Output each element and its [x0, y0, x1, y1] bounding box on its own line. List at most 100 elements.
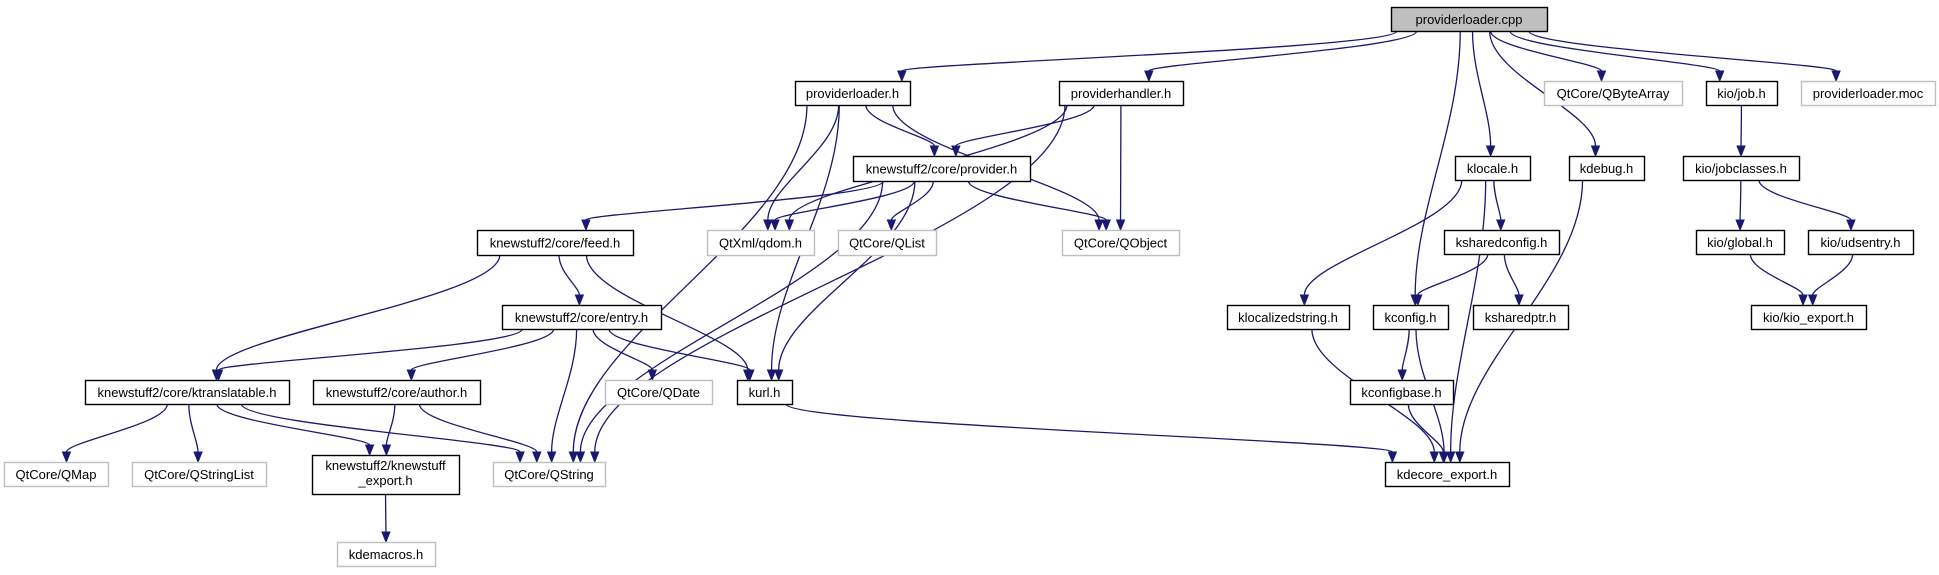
- node-label: klocale.h: [1467, 161, 1518, 176]
- arrowhead-icon: [1714, 70, 1725, 83]
- node-klocale[interactable]: klocale.h: [1454, 155, 1532, 182]
- arrowhead-icon: [745, 369, 755, 382]
- node-entry-h[interactable]: knewstuff2/core/entry.h: [501, 304, 663, 331]
- edge-line: [1493, 179, 1502, 221]
- arrowhead-icon: [515, 451, 525, 464]
- node-label: kdecore_export.h: [1397, 467, 1497, 482]
- node-root[interactable]: providerloader.cpp: [1390, 6, 1549, 33]
- edge-phandler-h-to-qobject: [1115, 104, 1126, 232]
- edge-line: [901, 30, 1398, 72]
- edge-feed-h-to-entry-h: [558, 254, 585, 307]
- node-qdom[interactable]: QtXml/qdom.h: [706, 229, 816, 257]
- node-knsexport[interactable]: knewstuff2/knewstuff_export.h: [311, 454, 461, 496]
- node-jobclasses[interactable]: kio/jobclasses.h: [1682, 155, 1801, 182]
- node-kconfigbase[interactable]: kconfigbase.h: [1349, 379, 1455, 406]
- node-label: kio/jobclasses.h: [1695, 161, 1787, 176]
- arrowhead-icon: [1445, 451, 1456, 464]
- edge-line: [410, 328, 555, 371]
- edge-root-to-ploader-h: [897, 30, 1398, 83]
- node-kdecore-export[interactable]: kdecore_export.h: [1384, 461, 1511, 488]
- node-label: knewstuff2/core/feed.h: [490, 236, 621, 251]
- node-box: [312, 379, 482, 406]
- node-ksharedconfig[interactable]: ksharedconfig.h: [1443, 229, 1561, 256]
- node-box: [837, 229, 938, 257]
- node-qdate[interactable]: QtCore/QDate: [604, 379, 714, 406]
- node-provider-h[interactable]: knewstuff2/core/provider.h: [852, 155, 1032, 183]
- edge-line: [1414, 30, 1461, 296]
- node-ksharedptr[interactable]: ksharedptr.h: [1472, 304, 1570, 331]
- node-label: kurl.h: [749, 385, 781, 400]
- node-qlist[interactable]: QtCore/QList: [837, 229, 938, 257]
- arrowhead-icon: [1455, 451, 1465, 464]
- node-phandler-h[interactable]: providerhandler.h: [1058, 80, 1185, 107]
- node-box: [1061, 229, 1181, 257]
- arrowhead-icon: [381, 531, 391, 544]
- nodes-layer: providerloader.cpp providerloader.h provid…: [3, 6, 1937, 568]
- node-label: kio/udsentry.h: [1821, 235, 1901, 250]
- node-label: knewstuff2/core/author.h: [326, 385, 467, 400]
- arrowhead-icon: [546, 451, 557, 464]
- edge-line: [1503, 253, 1520, 296]
- arrowhead-icon: [575, 451, 586, 464]
- node-qstring[interactable]: QtCore/QString: [492, 461, 607, 488]
- node-author-h[interactable]: knewstuff2/core/author.h: [312, 379, 482, 406]
- edge-line: [1148, 30, 1418, 72]
- node-klocalizedstring[interactable]: klocalizedstring.h: [1226, 304, 1351, 331]
- node-box: [1807, 229, 1915, 256]
- node-box: [1472, 304, 1570, 331]
- node-kio-job[interactable]: kio/job.h: [1705, 80, 1779, 107]
- node-label: providerloader.h: [806, 86, 899, 101]
- node-box: [336, 541, 437, 568]
- arrowhead-icon: [1299, 294, 1310, 307]
- arrowhead-icon: [1429, 451, 1440, 464]
- edge-line: [550, 328, 578, 453]
- node-qbytearray[interactable]: QtCore/QByteArray: [1543, 80, 1684, 107]
- edge-line: [1528, 30, 1837, 72]
- node-box: [1695, 229, 1786, 256]
- node-label: _export.h: [357, 473, 412, 488]
- node-kio-global[interactable]: kio/global.h: [1695, 229, 1786, 256]
- edge-klocale-to-klocalizedstring: [1299, 179, 1463, 307]
- arrowhead-icon: [886, 219, 897, 232]
- node-feed-h[interactable]: knewstuff2/core/feed.h: [476, 229, 635, 257]
- node-kio-export[interactable]: kio/kio_export.h: [1750, 304, 1868, 331]
- node-ploader-h[interactable]: providerloader.h: [794, 80, 912, 107]
- node-kdemacros[interactable]: kdemacros.h: [336, 541, 437, 568]
- arrowhead-icon: [784, 219, 795, 232]
- edge-line: [1449, 179, 1487, 453]
- edge-line: [572, 104, 808, 453]
- edge-line: [767, 104, 840, 221]
- node-qstringlist[interactable]: QtCore/QStringList: [131, 461, 268, 488]
- node-ktranslatable[interactable]: knewstuff2/core/ktranslatable.h: [84, 379, 291, 406]
- node-qobject[interactable]: QtCore/QObject: [1061, 229, 1181, 257]
- node-box: [1384, 461, 1511, 488]
- edge-kconfig-to-kconfigbase: [1397, 328, 1410, 382]
- node-box: [1800, 80, 1937, 107]
- node-label: klocalizedstring.h: [1238, 310, 1338, 325]
- node-qmap[interactable]: QtCore/QMap: [3, 461, 110, 488]
- node-label: QtCore/QString: [504, 467, 594, 482]
- node-udsentry[interactable]: kio/udsentry.h: [1807, 229, 1915, 256]
- node-kconfig[interactable]: kconfig.h: [1372, 304, 1450, 331]
- arrowhead-icon: [1736, 145, 1746, 158]
- node-moc[interactable]: providerloader.moc: [1800, 80, 1937, 107]
- edge-line: [955, 104, 1095, 147]
- node-box: [1058, 80, 1185, 107]
- node-kurl[interactable]: kurl.h: [736, 379, 794, 406]
- node-kdebug[interactable]: kdebug.h: [1568, 155, 1646, 182]
- edge-line: [1488, 30, 1597, 147]
- arrowhead-icon: [61, 451, 72, 464]
- edge-line: [585, 180, 885, 221]
- edge-line: [1471, 30, 1492, 147]
- edge-root-to-moc: [1528, 30, 1841, 83]
- edge-kconfigbase-to-kdecore-export: [1407, 403, 1449, 464]
- node-box: [1226, 304, 1351, 331]
- node-box: [706, 229, 816, 257]
- node-box: [604, 379, 714, 406]
- node-box: [501, 304, 663, 331]
- edge-provider-h-to-qobject: [967, 180, 1111, 232]
- node-box: [852, 155, 1032, 183]
- edge-author-h-to-knsexport: [381, 403, 396, 457]
- node-box: [492, 461, 607, 488]
- edge-entry-h-to-kurl: [608, 328, 755, 382]
